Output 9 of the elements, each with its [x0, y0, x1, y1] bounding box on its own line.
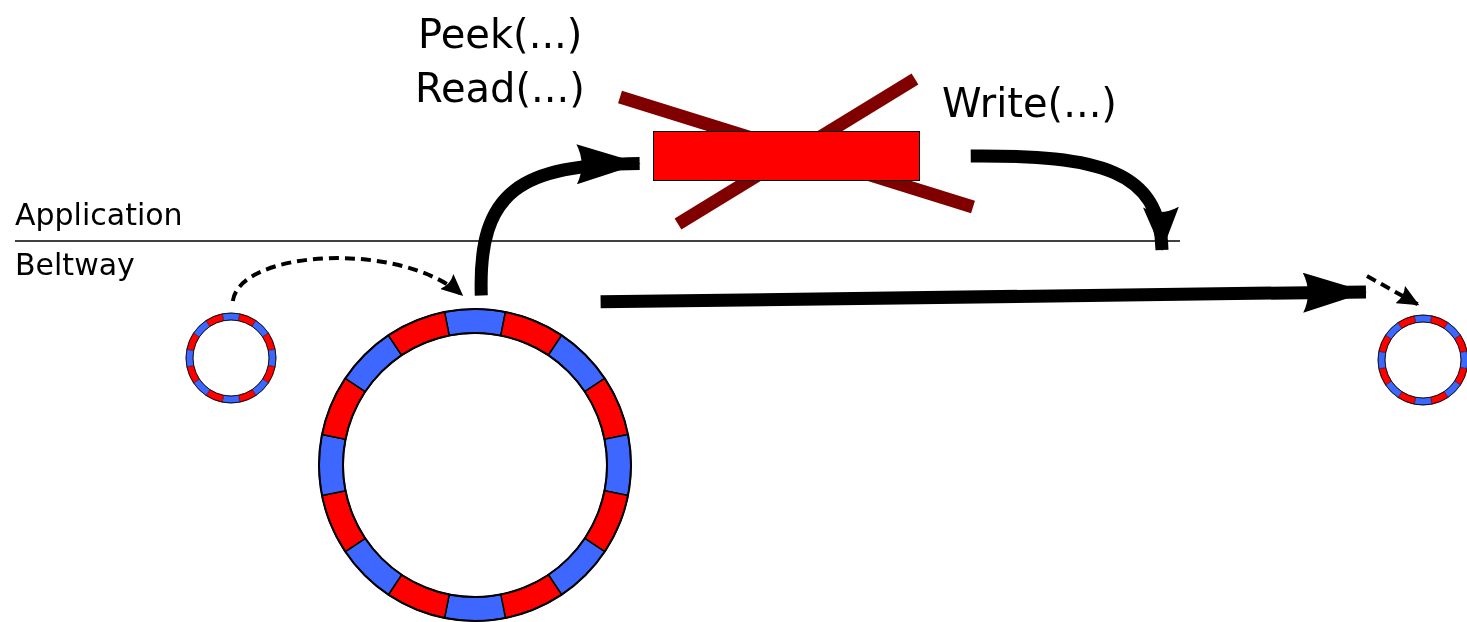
buffer-bar — [653, 131, 920, 181]
method-name: Write(...) — [942, 83, 1117, 123]
layer-label: Application — [15, 200, 183, 230]
method-name: Peek(...) — [418, 14, 583, 54]
segmented-ring — [185, 312, 277, 404]
layer-label: Beltway — [15, 250, 135, 280]
method-name: Read(...) — [415, 68, 585, 108]
segmented-ring — [318, 308, 632, 622]
segmented-ring — [1377, 314, 1467, 406]
